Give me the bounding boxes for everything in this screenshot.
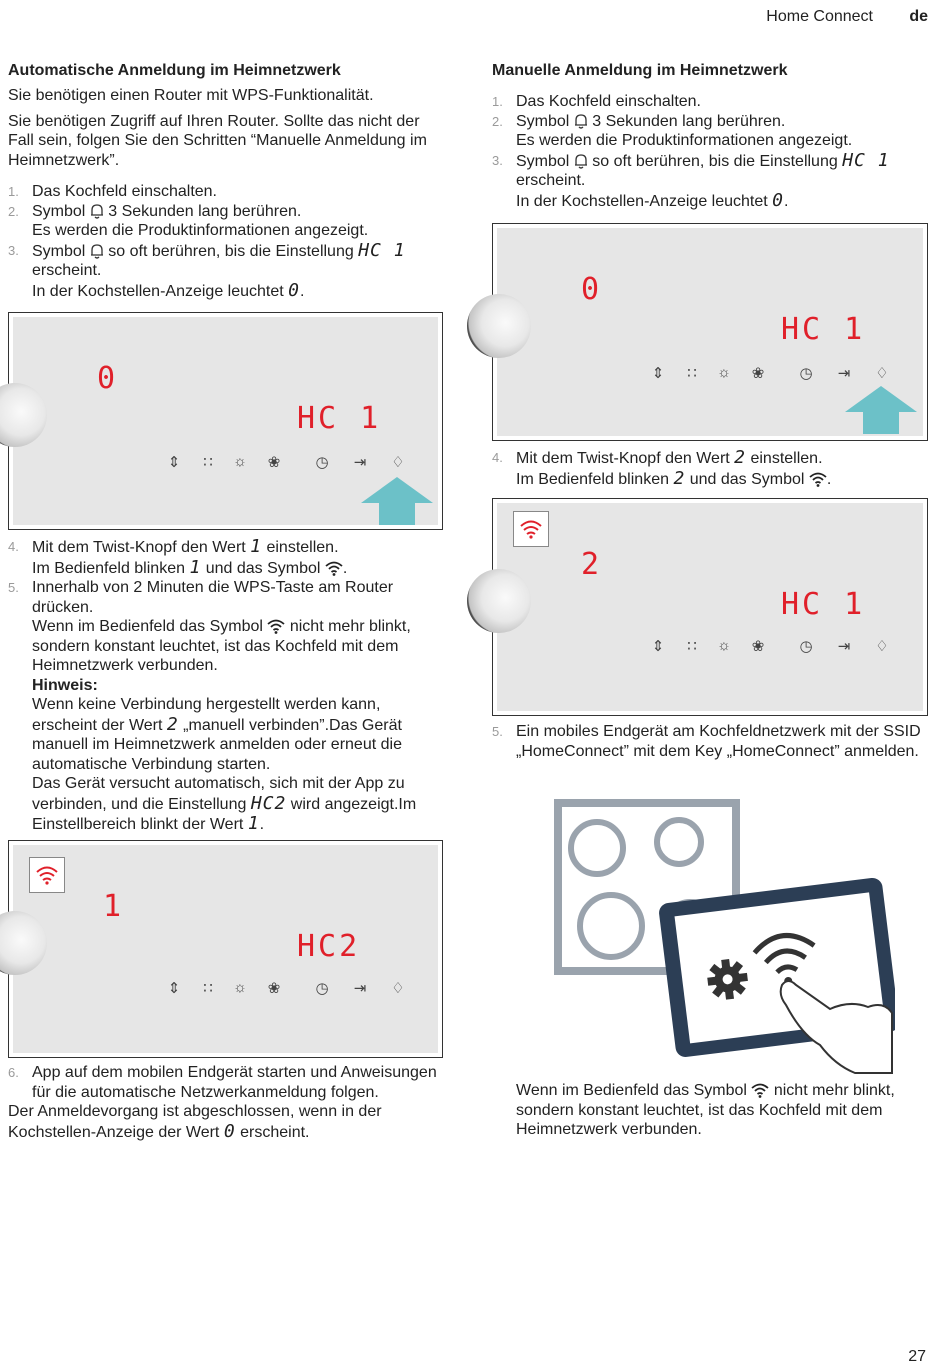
list-item: 2.Symbol 3 Sekunden lang berühren.Es wer… [492,112,853,150]
bell-icon [574,113,587,129]
left-final-note: Der Anmeldevorgang ist abgeschlossen, we… [8,1103,382,1142]
right-heading: Manuelle Anmeldung im Heimnetzwerk [492,62,788,79]
bell-icon [90,203,103,219]
hint-label: Hinweis: [32,676,98,694]
control-panel-illustration: 2 HC 1 ⇕ ∷ ☼ ❀ ◷ ⇥ ♢ [467,498,928,716]
light-icon: ☼ [717,637,731,654]
zone-display-digit: 2 [581,547,603,582]
list-item: 1.Das Kochfeld einschalten. [8,183,217,200]
zone-display-digit: 0 [581,272,603,307]
bell-icon: ♢ [391,980,405,997]
wifi-badge [29,857,65,893]
zone-display-digit: 1 [103,889,125,924]
timer-icon: ◷ [315,980,329,997]
list-item: 3.Symbol so oft berühren, bis die Einste… [8,239,406,301]
left-heading: Automatische Anmeldung im Heimnetzwerk [8,62,341,79]
list-item: 4.Mit dem Twist-Knopf den Wert 2 einstel… [492,447,832,489]
setting-display-code: HC 1 [781,312,866,347]
list-item: 2.Symbol 3 Sekunden lang berühren.Es wer… [8,202,369,240]
fan-icon: ❀ [267,454,281,471]
list-item: 5.Innerhalb von 2 Minuten die WPS-Taste … [8,579,417,834]
left-steps-a: 1.Das Kochfeld einschalten. 2.Symbol 3 S… [8,182,448,301]
touch-arrow-icon [361,477,433,525]
setting-display-code: HC2 [297,929,361,964]
left-intro-1: Sie benötigen einen Router mit WPS-Funkt… [8,87,374,104]
control-panel-illustration: 0 HC 1 ⇕ ∷ ☼ ❀ ◷ ⇥ ♢ [467,223,928,441]
control-panel-illustration: 0 HC 1 ⇕ ∷ ☼ ❀ ◷ ⇥ ♢ [0,312,443,530]
fan-icon: ❀ [267,980,281,997]
left-steps-b: 4.Mit dem Twist-Knopf den Wert 1 einstel… [8,537,448,835]
control-panel-illustration: 1 HC2 ⇕ ∷ ☼ ❀ ◷ ⇥ ♢ [0,840,443,1058]
wifi-icon [752,933,816,975]
symbol-row: ⇕ ∷ ☼ ❀ ◷ ⇥ ♢ [647,364,897,386]
symbol-row: ⇕ ∷ ☼ ❀ ◷ ⇥ ♢ [163,979,413,1001]
list-item: 6.App auf dem mobilen Endgerät starten u… [8,1064,437,1101]
timer-icon: ◷ [799,365,813,382]
gear-icon [707,958,748,1000]
light-icon: ☼ [717,364,731,381]
zone-display-digit: 0 [97,361,119,396]
tablet-hob-illustration [554,799,895,1074]
twist-knob [467,294,531,358]
hand-icon [779,980,893,1074]
boost-icon: ⇕ [167,454,181,471]
bell-icon [574,153,587,169]
right-steps-a: 1.Das Kochfeld einschalten. 2.Symbol 3 S… [492,92,932,211]
boost-icon: ⇕ [651,365,665,382]
fan-icon: ❀ [751,365,765,382]
right-column: Manuelle Anmeldung im Heimnetzwerk 1.Das… [492,62,932,211]
touch-arrow-icon [845,386,917,434]
left-column-end: 6.App auf dem mobilen Endgerät starten u… [8,1063,448,1148]
wifi-icon [36,866,58,885]
bell-icon: ♢ [391,454,405,471]
boost-icon: ⇕ [167,980,181,997]
right-column-step5: 5.Ein mobiles Endgerät am Kochfeldnetzwe… [492,722,932,761]
twist-knob [467,569,531,633]
language-code: de [909,8,928,25]
twist-knob [0,383,47,447]
end-icon: ⇥ [353,454,367,471]
page-number: 27 [908,1348,926,1365]
left-column-continued: 4.Mit dem Twist-Knopf den Wert 1 einstel… [8,537,448,835]
right-column-step4: 4.Mit dem Twist-Knopf den Wert 2 einstel… [492,448,932,489]
end-icon: ⇥ [353,980,367,997]
setting-display-code: HC 1 [297,401,382,436]
light-icon: ☼ [233,453,247,470]
setting-display-code: HC 1 [781,587,866,622]
left-intro-2: Sie benötigen Zugriff auf Ihren Router. … [8,112,427,169]
wifi-badge [513,511,549,547]
hob-icon: ∷ [687,638,697,655]
symbol-row: ⇕ ∷ ☼ ❀ ◷ ⇥ ♢ [163,453,413,475]
bell-icon: ♢ [875,365,889,382]
wifi-icon [520,520,542,539]
wifi-icon [325,561,343,576]
wifi-icon [267,619,285,634]
hob-icon: ∷ [687,365,697,382]
twist-knob [0,911,47,975]
boost-icon: ⇕ [651,638,665,655]
timer-icon: ◷ [315,454,329,471]
hob-icon: ∷ [203,454,213,471]
running-header-section: Home Connect [766,8,873,25]
fan-icon: ❀ [751,638,765,655]
wifi-icon [751,1083,769,1098]
list-item: 5.Ein mobiles Endgerät am Kochfeldnetzwe… [492,723,921,760]
bell-icon [90,243,103,259]
list-item: 4.Mit dem Twist-Knopf den Wert 1 einstel… [8,536,348,578]
list-item: 3.Symbol so oft berühren, bis die Einste… [492,149,890,211]
list-item: 1.Das Kochfeld einschalten. [492,93,701,110]
timer-icon: ◷ [799,638,813,655]
hob-icon: ∷ [203,980,213,997]
display-code: 0 [288,279,301,301]
symbol-row: ⇕ ∷ ☼ ❀ ◷ ⇥ ♢ [647,637,897,659]
tablet-icon [659,877,895,1057]
wifi-icon [809,472,827,487]
display-code: HC 1 [358,239,406,261]
left-column: Automatische Anmeldung im Heimnetzwerk S… [8,62,448,301]
right-final-note: Wenn im Bedienfeld das Symbol nicht mehr… [516,1082,895,1138]
light-icon: ☼ [233,979,247,996]
end-icon: ⇥ [837,365,851,382]
bell-icon: ♢ [875,638,889,655]
end-icon: ⇥ [837,638,851,655]
